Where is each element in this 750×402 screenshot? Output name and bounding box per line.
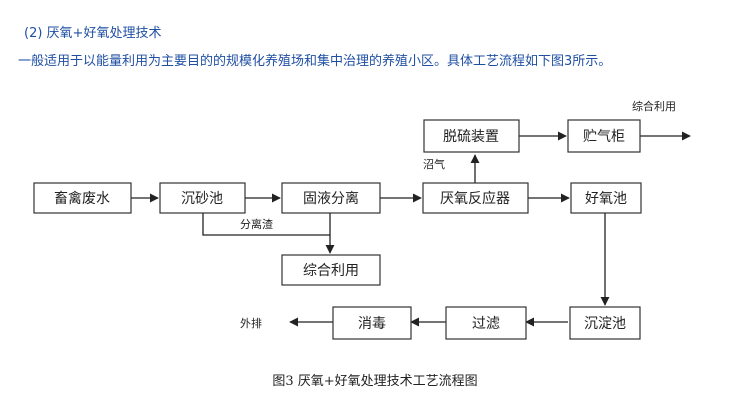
node-label: 消毒 — [358, 316, 386, 332]
node-label: 厌氧反应器 — [440, 190, 510, 207]
node-aerobic-tank: 好氧池 — [570, 182, 642, 214]
node-label: 畜禽废水 — [54, 190, 110, 207]
node-label: 脱硫装置 — [443, 129, 499, 145]
label-separated-residue: 分离渣 — [240, 217, 273, 231]
node-disinfection: 消毒 — [332, 306, 412, 340]
node-comprehensive-use: 综合利用 — [281, 254, 381, 286]
intro-paragraph: 一般适用于以能量利用为主要目的的规模化养殖场和集中治理的养殖小区。具体工艺流程如… — [18, 54, 612, 69]
node-label: 好氧池 — [585, 191, 627, 207]
section-heading: (2) 厌氧+好氧处理技术 — [24, 26, 162, 41]
node-solid-liquid-separation: 固液分离 — [281, 182, 381, 214]
node-desulfurization: 脱硫装置 — [423, 119, 520, 153]
node-label: 沉淀池 — [584, 316, 626, 332]
label-comprehensive-use-top: 综合利用 — [632, 99, 676, 113]
node-grit-chamber: 沉砂池 — [159, 182, 246, 214]
label-discharge: 外排 — [240, 316, 262, 330]
node-label: 过滤 — [472, 316, 500, 332]
node-sedimentation-tank: 沉淀池 — [569, 306, 641, 340]
node-label: 固液分离 — [303, 190, 359, 207]
line-grit-residue — [202, 213, 330, 236]
node-filtration: 过滤 — [445, 306, 527, 340]
node-anaerobic-reactor: 厌氧反应器 — [422, 182, 529, 214]
node-label: 沉砂池 — [181, 191, 223, 207]
node-livestock-wastewater: 畜禽废水 — [33, 182, 132, 214]
label-biogas: 沼气 — [423, 157, 445, 171]
node-gas-holder: 贮气柜 — [567, 119, 641, 153]
flow-connectors — [131, 131, 691, 327]
node-label: 贮气柜 — [583, 129, 625, 145]
node-label: 综合利用 — [303, 263, 359, 279]
figure-caption: 图3 厌氧+好氧处理技术工艺流程图 — [272, 374, 478, 389]
